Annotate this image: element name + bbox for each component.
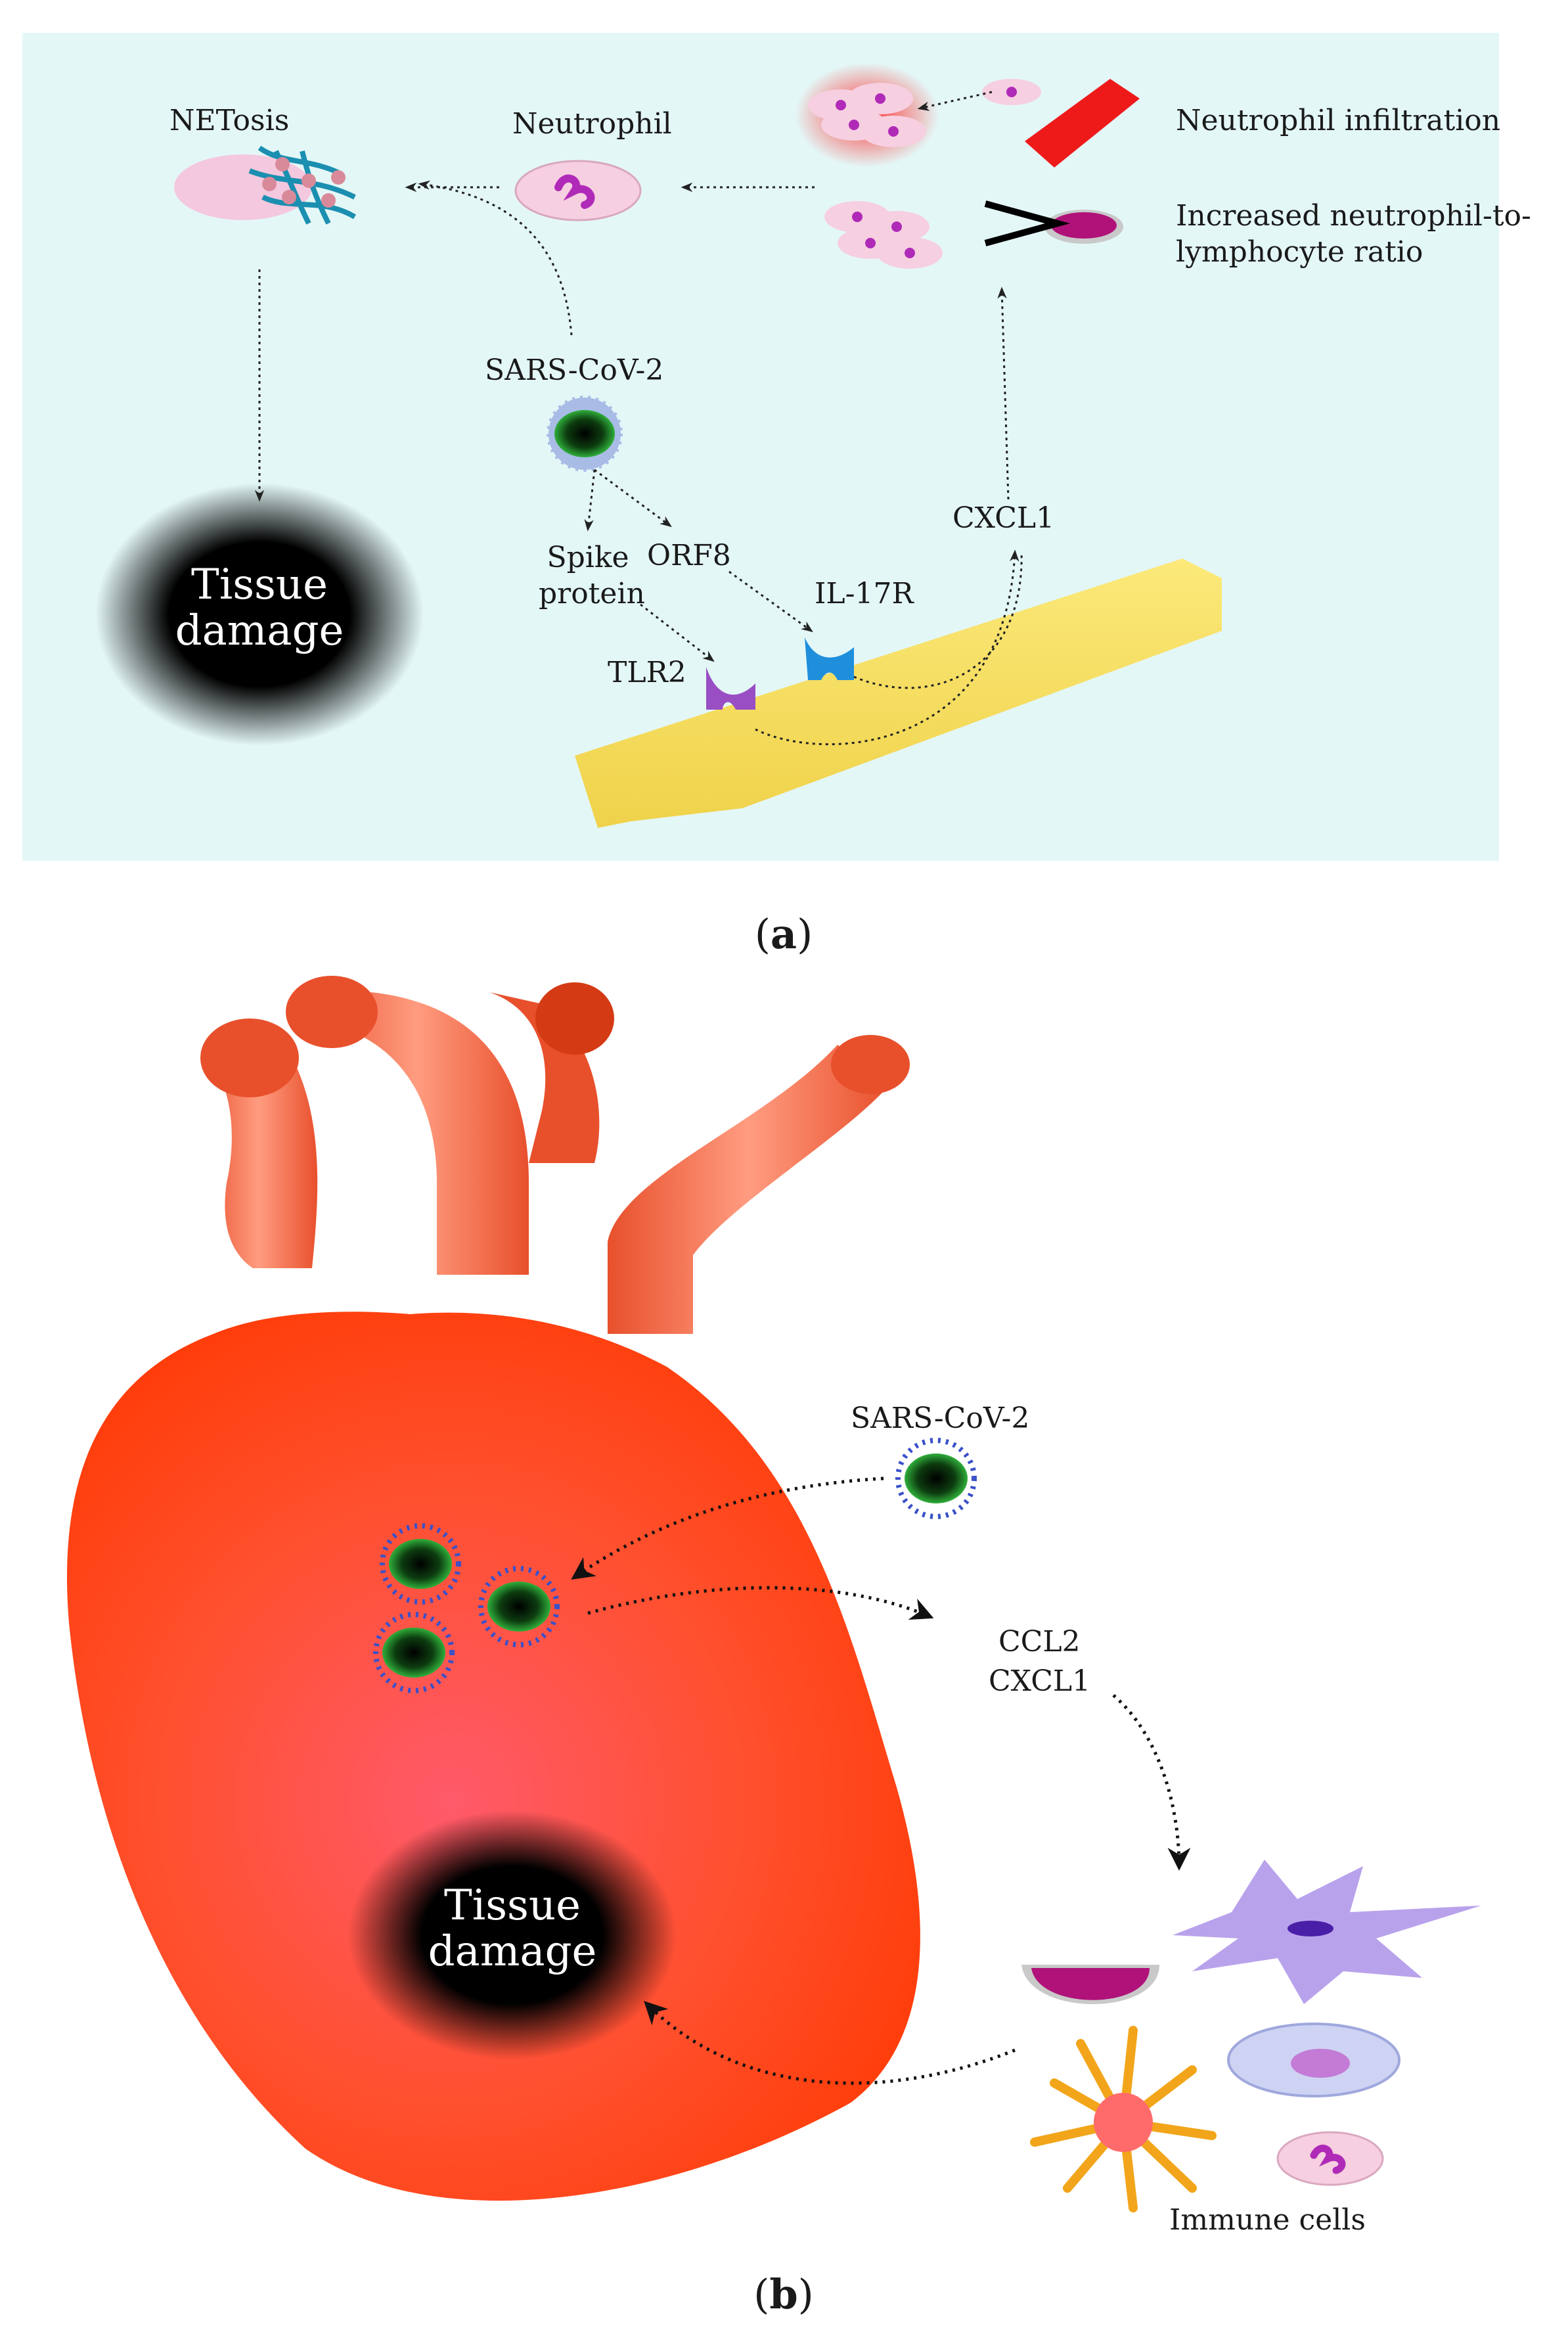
lymphocyte-icon xyxy=(1044,210,1123,244)
caption-b: (b) xyxy=(685,2270,882,2318)
arrow-sars-to-orf8 xyxy=(594,469,672,528)
caption-b-open: ( xyxy=(753,2270,770,2318)
caption-a: (a) xyxy=(685,910,882,958)
label-tlr2: TLR2 xyxy=(608,656,686,689)
virus-in-heart-3-icon xyxy=(373,1612,455,1693)
tissue-damage-a-line1: Tissue xyxy=(191,561,328,609)
neutrophil-cluster-icon xyxy=(795,62,939,168)
tissue-damage-b-line1: Tissue xyxy=(444,1881,581,1930)
dendritic-cell-icon xyxy=(1173,1860,1481,2004)
label-spike-line2: protein xyxy=(539,577,645,610)
label-ccl2: CCL2 xyxy=(998,1625,1081,1659)
label-il-17r: IL-17R xyxy=(815,577,914,610)
label-neutrophil-infiltration: Neutrophil infiltration xyxy=(1176,104,1501,137)
label-increased-ratio-line1: Increased neutrophil-to- xyxy=(1176,199,1531,233)
label-spike-line1: Spike xyxy=(547,541,629,574)
lymphocyte-b-icon xyxy=(1021,1965,1159,2004)
label-tissue-damage-a: Tissue damage xyxy=(161,562,358,654)
tissue-damage-a-icon xyxy=(95,483,424,746)
label-orf8: ORF8 xyxy=(647,539,731,572)
arrow-orf8-to-il17r xyxy=(728,570,813,633)
blood-vessel-icon xyxy=(1025,79,1140,168)
tissue-damage-a-line2: damage xyxy=(175,606,344,656)
label-tissue-damage-b: Tissue damage xyxy=(414,1883,611,1975)
il-17r-receptor-icon xyxy=(805,637,854,680)
label-cxcl1-a: CXCL1 xyxy=(952,501,1055,535)
tissue-damage-b-icon xyxy=(348,1810,677,2060)
label-neutrophil: Neutrophil xyxy=(512,107,672,141)
aorta-vessels-icon xyxy=(200,976,910,1334)
eosinophil-cell-icon xyxy=(1030,2026,1217,2212)
panel-a-arrows xyxy=(254,91,1023,746)
label-immune-cells: Immune cells xyxy=(1169,2203,1366,2237)
panel-b-arrows xyxy=(571,1476,1191,2085)
arrow-il17r-to-cxcl1 xyxy=(853,551,1023,689)
single-neutrophil-icon xyxy=(982,79,1041,105)
caption-b-close: ) xyxy=(797,2270,814,2318)
arrow-spike-to-tlr2 xyxy=(640,603,715,662)
virus-in-heart-1-icon xyxy=(380,1523,461,1605)
label-sars-cov-2-a: SARS-CoV-2 xyxy=(485,354,664,387)
tlr2-receptor-icon xyxy=(706,667,755,710)
neutrophil-b-icon xyxy=(1276,2131,1384,2186)
caption-a-letter: a xyxy=(770,910,797,958)
arrow-cxcl1-to-ratio xyxy=(997,286,1010,500)
label-cxcl1-b: CXCL1 xyxy=(989,1664,1091,1698)
netosis-icon xyxy=(174,145,357,225)
caption-b-letter: b xyxy=(769,2270,798,2318)
sars-cov-2-virus-icon xyxy=(547,396,623,472)
arrow-sars-to-spike xyxy=(584,469,596,532)
cardiomyocyte-fiber-icon xyxy=(575,559,1222,828)
arrow-sars-to-heart xyxy=(571,1476,884,1580)
tissue-damage-b-line2: damage xyxy=(428,1927,597,1977)
label-netosis: NETosis xyxy=(169,104,290,137)
neutrophil-group-icon xyxy=(824,201,943,269)
greater-than-icon xyxy=(984,200,1071,246)
virus-in-heart-2-icon xyxy=(478,1566,560,1647)
label-sars-cov-2-b: SARS-CoV-2 xyxy=(851,1402,1030,1435)
caption-a-close: ) xyxy=(797,910,813,958)
label-increased-ratio-line2: lymphocyte ratio xyxy=(1176,235,1423,269)
heart-body-icon xyxy=(66,1312,920,2201)
caption-a-open: ( xyxy=(754,910,771,958)
arrow-ccl2-to-immune xyxy=(1112,1694,1191,1871)
neutrophil-cell-icon xyxy=(514,160,642,221)
arrow-heart-to-ccl2 xyxy=(587,1586,934,1620)
monocyte-cell-icon xyxy=(1227,2023,1400,2097)
sars-cov-2-virus-b-icon xyxy=(895,1438,977,1519)
